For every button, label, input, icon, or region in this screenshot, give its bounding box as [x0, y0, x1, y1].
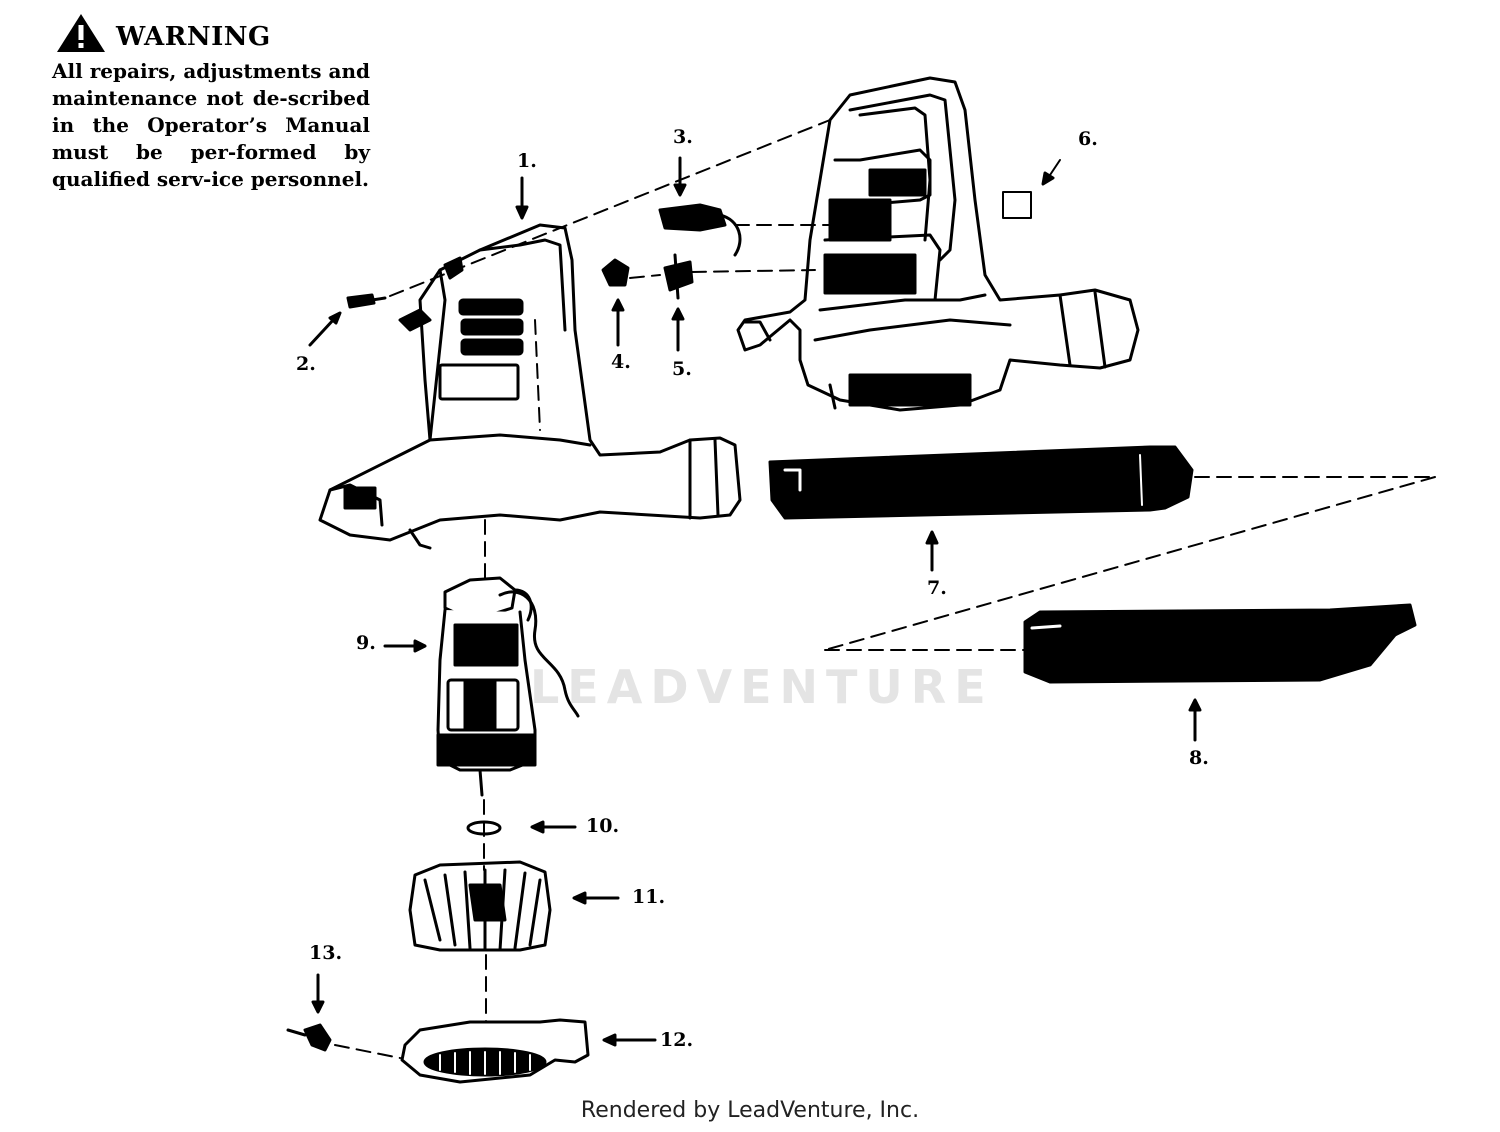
watermark: LEADVENTURE	[530, 660, 994, 714]
callout-13: 13.	[309, 942, 343, 964]
callout-12: 12.	[660, 1029, 694, 1051]
callout-5: 5.	[672, 358, 692, 380]
warning-triangle-icon	[57, 14, 105, 52]
part-4-clip	[601, 258, 630, 347]
part-13-screw	[286, 973, 332, 1052]
part-9-motor	[383, 576, 580, 797]
footer-credit: Rendered by LeadVenture, Inc.	[580, 1098, 920, 1123]
callout-1: 1.	[517, 150, 537, 172]
part-11-fan	[408, 860, 620, 952]
part-6-decal	[1002, 159, 1061, 219]
callout-2: 2.	[296, 353, 316, 375]
warning-text: All repairs, adjustments and maintenance…	[52, 59, 370, 191]
callout-3: 3.	[673, 126, 693, 148]
part-2-screw	[308, 293, 387, 347]
callout-11: 11.	[632, 886, 666, 908]
part-1-right-housing	[736, 76, 1140, 412]
callout-7: 7.	[927, 577, 947, 599]
part-8-nozzle	[1023, 603, 1417, 742]
warning-title: WARNING	[116, 22, 271, 52]
callout-6: 6.	[1078, 128, 1098, 150]
callout-9: 9.	[356, 632, 376, 654]
part-3-switch	[658, 156, 742, 257]
callout-4: 4.	[611, 351, 631, 373]
part-7-blower-tube	[768, 445, 1194, 572]
part-5-clamp	[663, 253, 694, 352]
callout-10: 10.	[586, 815, 620, 837]
part-1-left-housing	[318, 223, 742, 550]
callout-8: 8.	[1189, 747, 1209, 769]
part-12-cover	[400, 1018, 657, 1084]
